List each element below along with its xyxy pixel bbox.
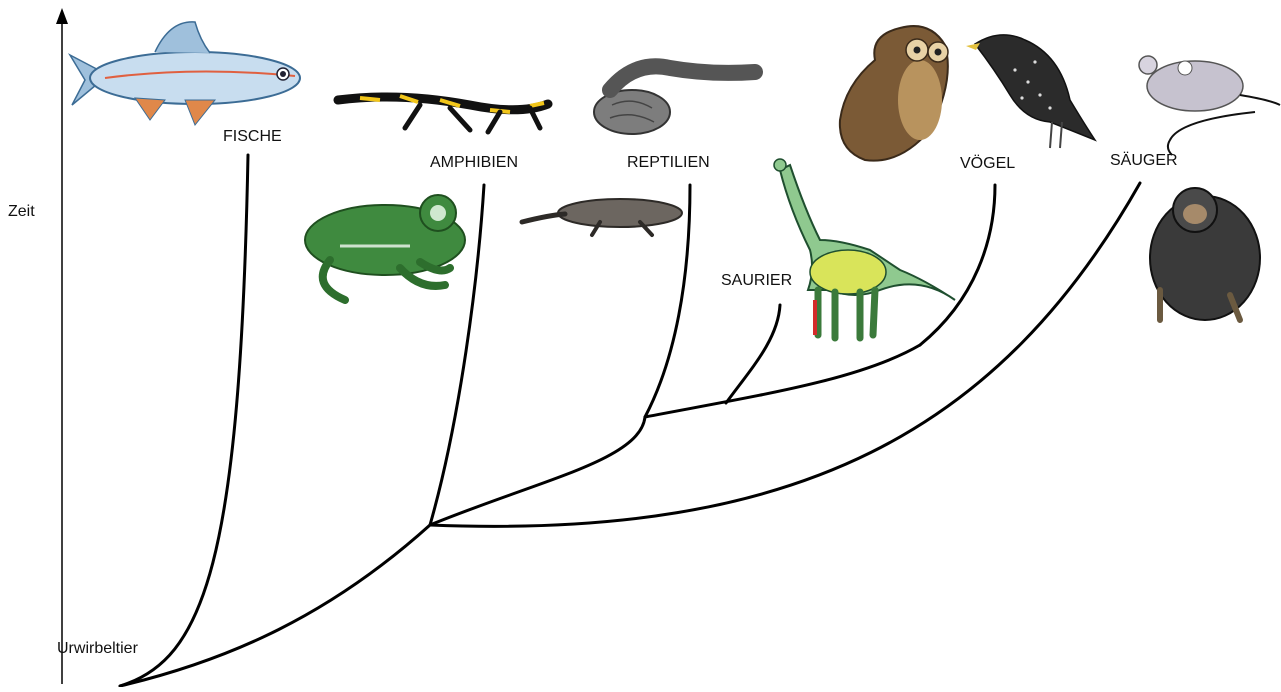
root-label: Urwirbeltier xyxy=(57,640,138,658)
axis-label-zeit: Zeit xyxy=(8,203,35,221)
monkey-illustration xyxy=(1150,188,1260,320)
frog-illustration xyxy=(305,195,465,300)
lizard-illustration xyxy=(522,199,682,235)
branch-saurier xyxy=(726,305,780,403)
taxon-label-reptilien: REPTILIEN xyxy=(627,154,710,172)
branch-amniote-right xyxy=(430,183,1140,526)
snake-illustration xyxy=(594,66,755,134)
branch-amniote-left xyxy=(430,417,645,525)
branch-diapsid xyxy=(645,345,920,417)
salamander-illustration xyxy=(338,96,548,132)
taxon-label-fische: FISCHE xyxy=(223,128,282,146)
mouse-illustration xyxy=(1139,56,1280,155)
starling-illustration xyxy=(966,35,1095,148)
time-axis-arrowhead xyxy=(56,8,68,24)
owl-illustration xyxy=(840,26,948,161)
fish-illustration xyxy=(70,22,300,125)
taxon-label-amphibien: AMPHIBIEN xyxy=(430,154,518,172)
branch-trunk xyxy=(120,525,430,686)
branch-voegel xyxy=(920,185,995,345)
taxon-label-saurier: SAURIER xyxy=(721,272,792,290)
dinosaur-illustration xyxy=(774,159,955,338)
taxon-label-voegel: VÖGEL xyxy=(960,155,1015,173)
branch-fische xyxy=(120,155,248,686)
taxon-label-saeuger: SÄUGER xyxy=(1110,152,1178,170)
